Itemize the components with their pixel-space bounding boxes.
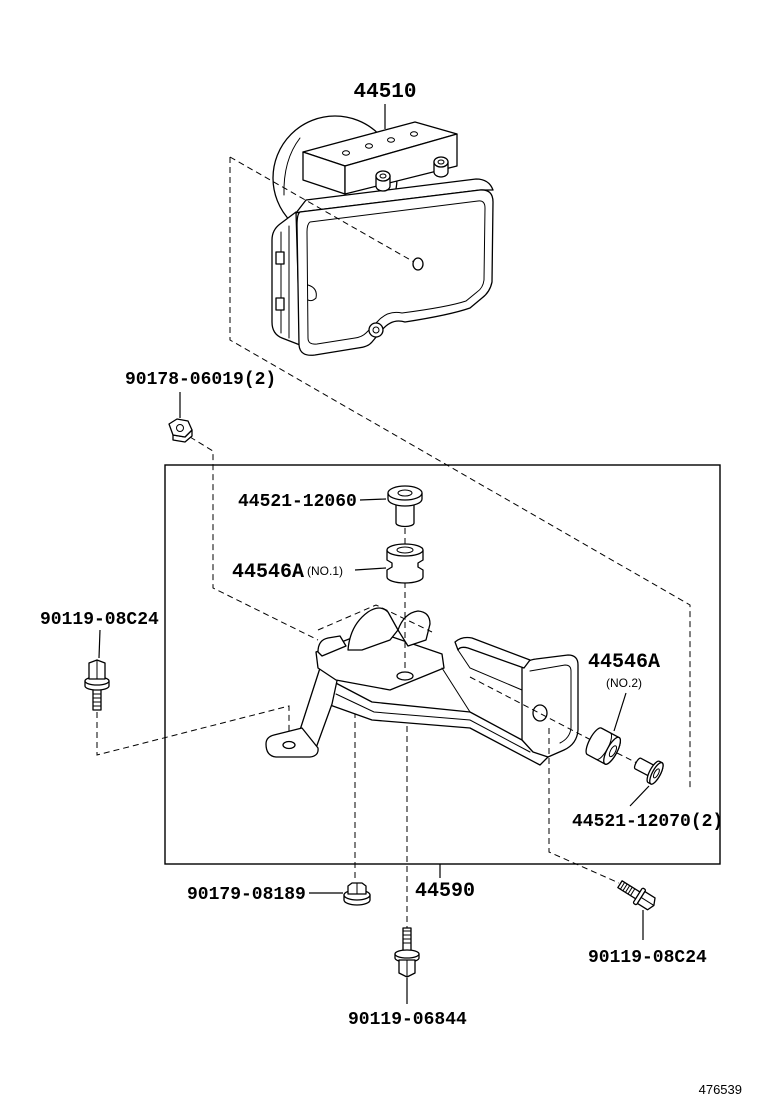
- bracket-drawing: [265, 604, 579, 766]
- bracket-lower-arm: [317, 679, 549, 766]
- bracket-top-hole: [396, 671, 414, 681]
- label-abs-actuator: 44510: [353, 81, 416, 104]
- valve-block-boss-left-face: [375, 170, 391, 182]
- lower-bolt-thread: [402, 930, 412, 944]
- bracket-right-tab: [397, 610, 431, 647]
- left-bolt-thread: [92, 693, 102, 707]
- bracket-left-ear: [317, 635, 347, 657]
- illustration-number: 476539: [699, 1082, 742, 1097]
- ecu-side-clip-2: [275, 297, 285, 311]
- ecu-mount-boss: [368, 322, 384, 338]
- cushion-no1-hole: [396, 546, 414, 554]
- callout-labels: 44510 90178-06019(2) 44521-12060 44546A …: [40, 81, 742, 1097]
- leader-left-bolt: [98, 629, 101, 659]
- label-bracket: 44590: [415, 880, 475, 903]
- label-cushion-no1-note: (NO.1): [307, 564, 343, 578]
- leader-cushion-no2: [613, 692, 627, 732]
- ecu-mount-boss-hole: [372, 326, 380, 334]
- label-cushion-no1: 44546A: [232, 561, 304, 584]
- bracket-upper-arm-edge: [457, 649, 523, 691]
- bracket-right-plate-hole: [532, 704, 548, 722]
- upper-collar-flange-top: [387, 485, 423, 501]
- cushion-no1-top: [386, 543, 424, 557]
- ecu-side-clip-1: [275, 251, 285, 265]
- ecu-left-side: [271, 211, 301, 346]
- valve-block-boss-left-hole: [379, 173, 387, 179]
- valve-block-boss-right-face: [433, 156, 449, 168]
- left-bolt-drawing: [84, 659, 110, 711]
- installation-lines-back: [96, 157, 691, 928]
- valve-block-boss-right-hole: [437, 159, 445, 165]
- right-bolt-drawing: [617, 880, 656, 911]
- leader-lower-collar: [629, 785, 650, 807]
- lower-nut-drawing: [343, 882, 371, 906]
- cushion-no2-drawing: [585, 727, 622, 765]
- label-upper-collar: 44521-12060: [238, 492, 357, 512]
- dashed-line-bracket-to-rear-cushion: [469, 676, 594, 742]
- lower-collar-hole: [652, 768, 660, 779]
- label-cushion-no2: 44546A: [588, 651, 660, 674]
- ecu-side-rails: [280, 225, 290, 339]
- ecu-cover-outer: [296, 189, 494, 356]
- upper-collar-shaft: [395, 499, 415, 528]
- leader-cushion-no1: [354, 567, 387, 571]
- bracket-right-plate: [521, 654, 579, 759]
- cushion-no1-drawing: [386, 543, 424, 584]
- label-left-bolt: 90119-08C24: [40, 610, 159, 630]
- bracket-right-plate-edge: [529, 664, 572, 744]
- bracket-hidden-edge: [317, 604, 433, 633]
- lower-bolt-shank: [402, 927, 412, 954]
- valve-block-front-face: [344, 133, 458, 195]
- bracket-left-tab: [347, 607, 399, 651]
- cushion-no2-hole: [608, 745, 618, 758]
- upper-collar-hole: [397, 489, 413, 497]
- valve-block-port-3: [387, 137, 395, 143]
- dashed-line-bracket-to-right-bolt: [548, 728, 620, 884]
- right-bolt-head-edge: [640, 896, 655, 906]
- leader-lines: [98, 104, 650, 1004]
- dashed-line-left-bolt-to-bracket-foot: [96, 705, 290, 756]
- label-right-bolt: 90119-08C24: [588, 948, 707, 968]
- lower-bolt-flange-top: [394, 949, 420, 959]
- bracket-upper-arm: [454, 636, 531, 669]
- bracket-assembly-frame: [164, 464, 721, 865]
- dashed-line-actuator-to-rear-collar: [229, 157, 691, 788]
- valve-block-port-2: [365, 143, 373, 149]
- upper-nut-drawing: [168, 418, 193, 443]
- ecu-cover-bump: [307, 284, 317, 302]
- abs-actuator-drawing: [271, 115, 494, 356]
- label-lower-bolt: 90119-06844: [348, 1010, 467, 1030]
- dashed-line-to-actuator-hole: [229, 156, 415, 263]
- label-lower-nut: 90179-08189: [187, 885, 306, 905]
- upper-collar-drawing: [387, 485, 423, 528]
- actuator-motor-rim: [283, 137, 301, 196]
- installation-lines-front: [404, 528, 638, 884]
- valve-block-port-1: [342, 150, 350, 156]
- ecu-mount-hole: [412, 257, 424, 271]
- upper-nut-hole: [176, 424, 184, 432]
- bracket-lower-arm-edge: [335, 693, 531, 753]
- label-lower-collar: 44521-12070(2): [572, 812, 723, 832]
- cushion-no1-body: [386, 549, 424, 584]
- bracket-top-riser: [441, 667, 471, 713]
- lower-collar-drawing: [633, 757, 664, 785]
- cushion-no2-face: [603, 736, 622, 765]
- dashed-line-upper-nut-to-bracket: [189, 436, 319, 641]
- right-bolt-thread: [619, 881, 636, 897]
- leader-upper-collar: [359, 498, 387, 501]
- dashed-line-rear-cushion-to-collar: [616, 752, 638, 764]
- bracket-foot-hole: [282, 740, 296, 750]
- lower-collar-face: [649, 761, 664, 785]
- label-upper-nut: 90178-06019(2): [125, 370, 276, 390]
- label-cushion-no2-note: (NO.2): [606, 676, 642, 690]
- upper-nut-face: [168, 418, 193, 438]
- valve-block-port-4: [410, 131, 418, 137]
- ecu-cover-inner: [306, 200, 486, 345]
- lower-bolt-drawing: [394, 927, 420, 978]
